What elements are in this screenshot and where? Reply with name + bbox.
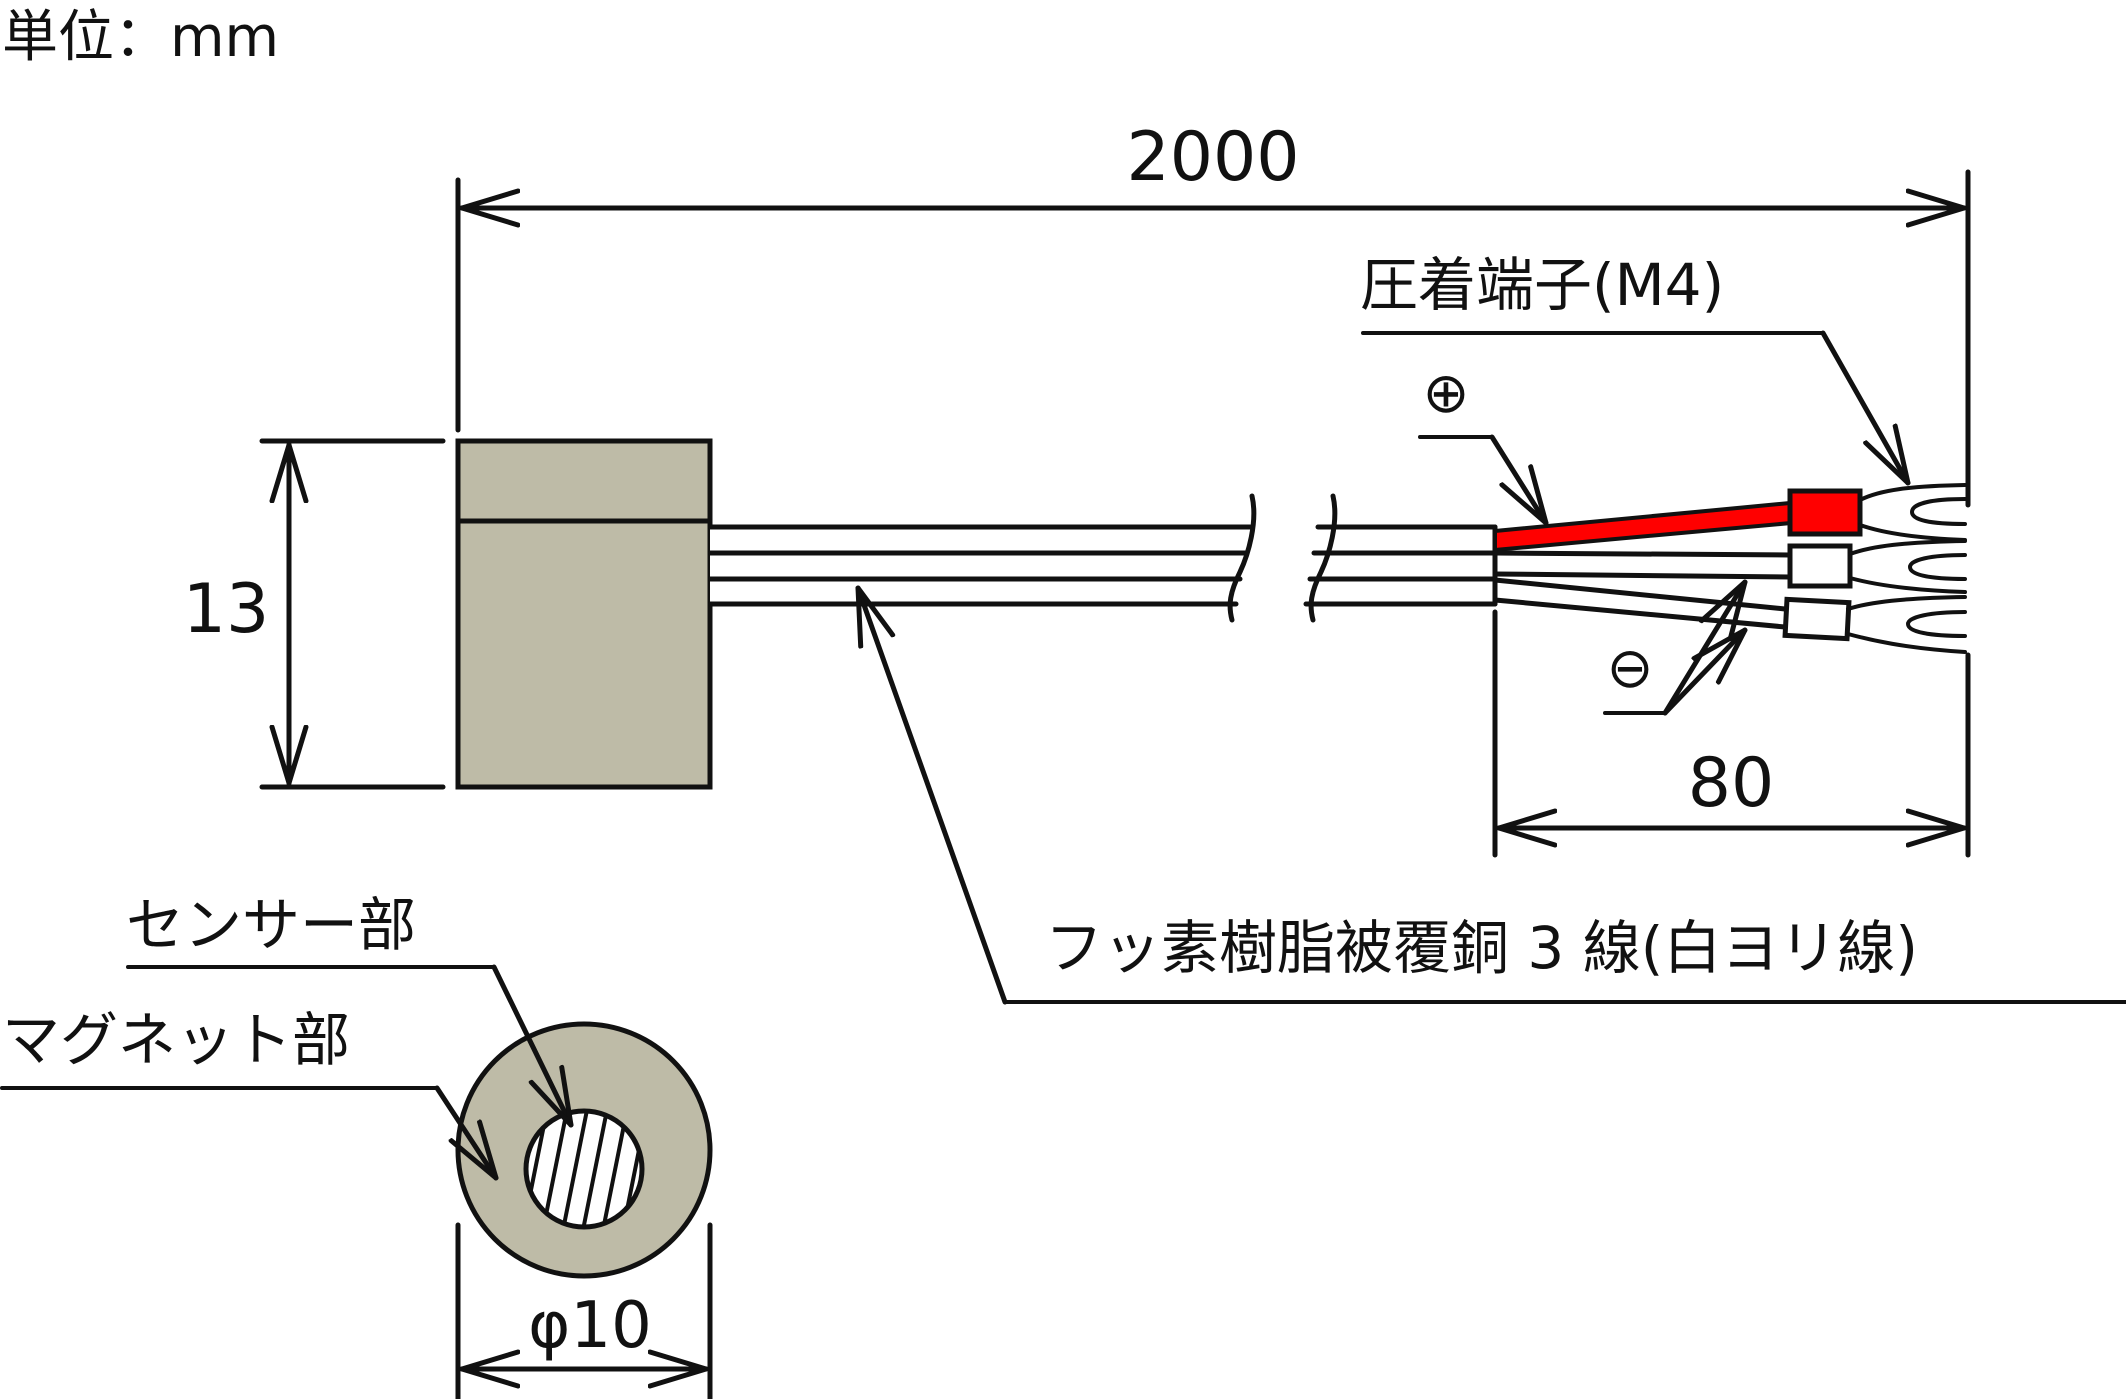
sensor-housing: [455, 438, 713, 790]
terminal-callout: 圧着端子(M4): [1360, 251, 1911, 486]
cable: [707, 493, 1498, 623]
positive-callout: ⊕: [1418, 361, 1549, 526]
dimension-strip-label: 80: [1688, 744, 1775, 823]
magnet-part-callout: マグネット部: [0, 1006, 499, 1181]
cable-leader-arrow: [855, 585, 1008, 1005]
magnet-part-label: マグネット部: [2, 1006, 350, 1074]
sensor-part-label: センサー部: [126, 891, 416, 959]
wire-leads: [1492, 488, 1863, 642]
sensor-part-leader-arrow: [491, 964, 574, 1128]
sensor-body-side: [455, 438, 713, 790]
dimension-height-label: 13: [183, 570, 270, 649]
dimension-diameter-label: φ10: [528, 1289, 652, 1363]
dimension-total-label: 2000: [1126, 118, 1299, 197]
dimension-strip-length: 80: [1492, 609, 1971, 858]
negative-symbol: ⊖: [1607, 636, 1654, 701]
unit-label: 単位：mm: [2, 5, 279, 70]
terminal-label: 圧着端子(M4): [1360, 251, 1724, 319]
terminal-leader-arrow: [1820, 330, 1911, 486]
dimension-total-length: 2000: [455, 118, 1971, 508]
negative-leader-arrow-2: [1662, 627, 1748, 716]
crimp-terminal-top: [1858, 483, 1967, 542]
cable-label: フッ素樹脂被覆銅 3 線(白ヨリ線): [1045, 914, 1918, 982]
wire-middle-bottom: [1492, 571, 1793, 580]
cable-fill-left: [710, 527, 1250, 604]
magnet-part-leader-arrow: [434, 1085, 499, 1181]
dimension-height: 13: [183, 438, 446, 790]
positive-leader-arrow: [1489, 434, 1549, 526]
positive-symbol: ⊕: [1423, 361, 1470, 426]
break-mark-right: [1308, 493, 1338, 623]
crimp-terminal-middle: [1848, 539, 1967, 594]
wire-middle-top: [1492, 550, 1793, 558]
crimp-terminals: [1846, 483, 1967, 654]
terminal-sleeve-middle: [1787, 543, 1853, 589]
negative-callout: ⊖: [1603, 579, 1748, 716]
crimp-terminal-bottom: [1846, 595, 1967, 654]
cable-callout: フッ素樹脂被覆銅 3 線(白ヨリ線): [855, 585, 2126, 1005]
terminal-sleeve-negative: [1782, 596, 1852, 642]
sensor-end-view: [455, 1021, 713, 1279]
break-mark-left: [1227, 493, 1257, 623]
dimension-diameter: φ10: [455, 1222, 713, 1399]
terminal-sleeve-positive: [1787, 488, 1863, 537]
sensor-part-callout: センサー部: [126, 891, 574, 1128]
